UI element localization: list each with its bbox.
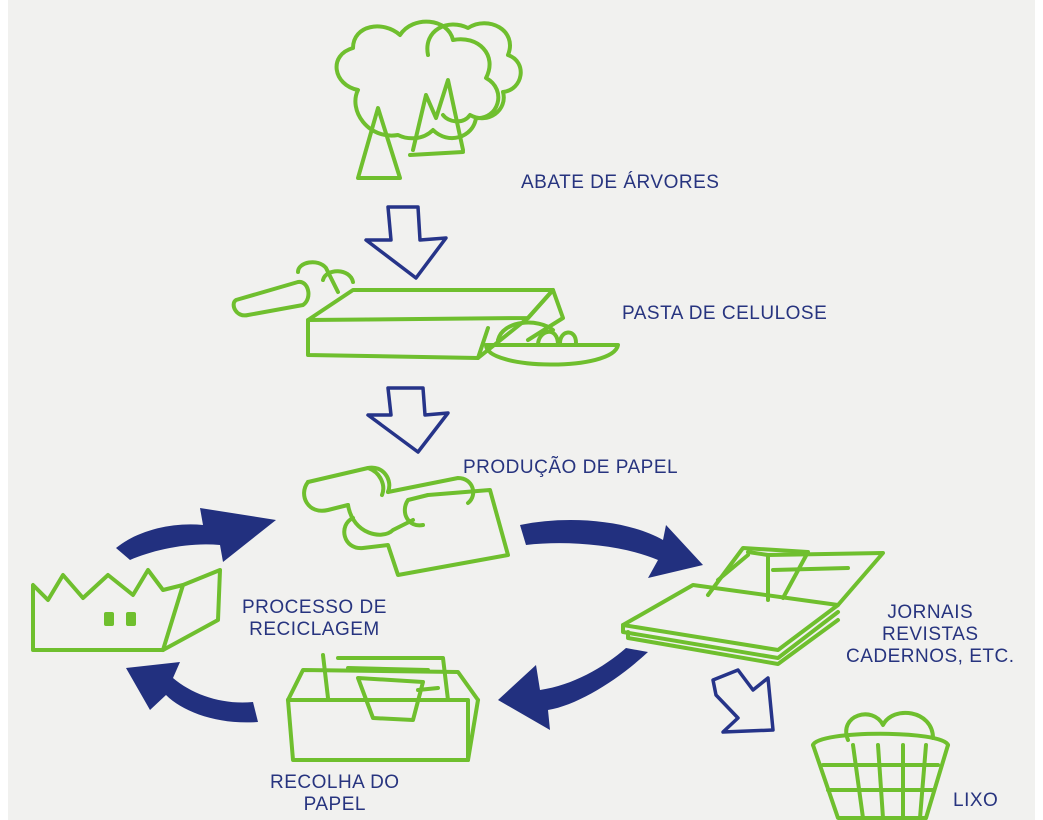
label-processo: PROCESSO DE RECICLAGEM xyxy=(242,597,387,641)
down-arrow-2 xyxy=(366,386,450,454)
down-arrow-1 xyxy=(364,205,448,280)
label-producao: PRODUÇÃO DE PAPEL xyxy=(463,457,679,478)
label-jornais-line-3: CADERNOS, ETC. xyxy=(846,646,1015,667)
label-processo-line-1: PROCESSO DE xyxy=(242,597,387,618)
diagram-artwork xyxy=(31,19,950,820)
paper-rolls-icon xyxy=(302,465,510,577)
pulp-machine-icon xyxy=(231,260,620,367)
open-books-icon xyxy=(621,546,885,666)
label-lixo: LIXO xyxy=(953,790,999,811)
label-processo-line-2: RECICLAGEM xyxy=(249,619,380,640)
arrow-to-container xyxy=(126,662,258,723)
trees-icon xyxy=(334,19,523,180)
label-recolha: RECOLHA DO PAPEL xyxy=(270,772,400,816)
arrow-to-production xyxy=(116,508,276,562)
arrow-to-recolha xyxy=(498,648,648,730)
label-jornais-line-1: JORNAIS xyxy=(887,602,974,623)
label-abate: ABATE DE ÁRVORES xyxy=(521,172,720,193)
paper-collection-box-icon xyxy=(286,653,480,762)
label-jornais: JORNAIS REVISTAS CADERNOS, ETC. xyxy=(846,602,1015,668)
label-pasta: PASTA DE CELULOSE xyxy=(622,303,828,324)
label-jornais-line-2: REVISTAS xyxy=(881,624,979,645)
arrow-to-lixo xyxy=(711,668,775,734)
label-recolha-line-1: RECOLHA DO xyxy=(270,772,400,793)
arrow-to-books xyxy=(520,520,703,578)
label-recolha-line-2: PAPEL xyxy=(303,794,366,815)
recycling-container-icon xyxy=(31,568,222,652)
trash-basket-icon xyxy=(811,710,950,820)
